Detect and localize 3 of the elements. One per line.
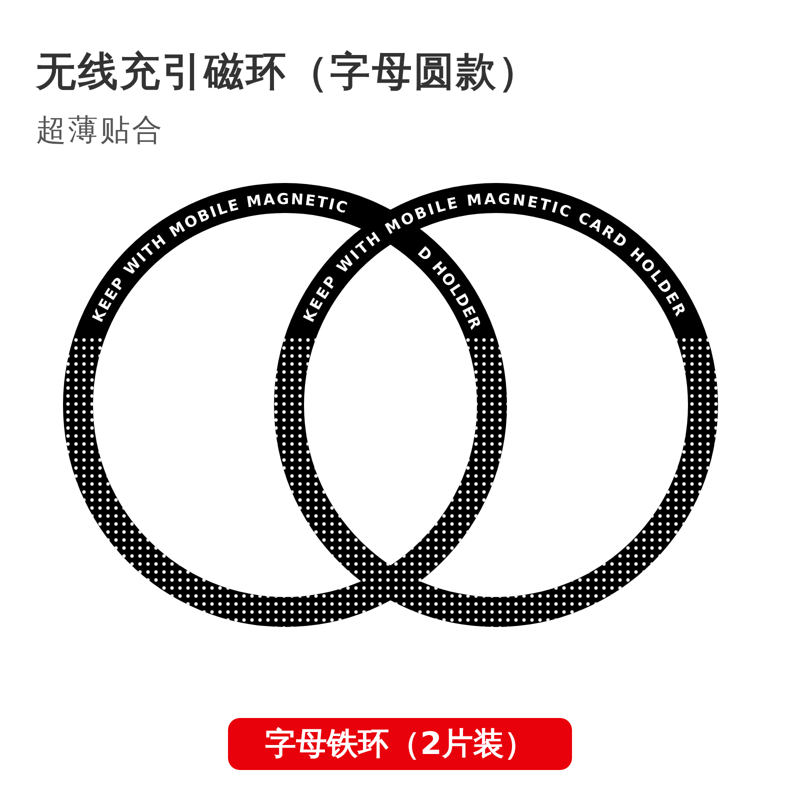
subtitle: 超薄贴合 [36, 112, 164, 150]
label-badge: 字母铁环（2片装） [228, 718, 572, 770]
title: 无线充引磁环（字母圆款） [36, 48, 540, 97]
